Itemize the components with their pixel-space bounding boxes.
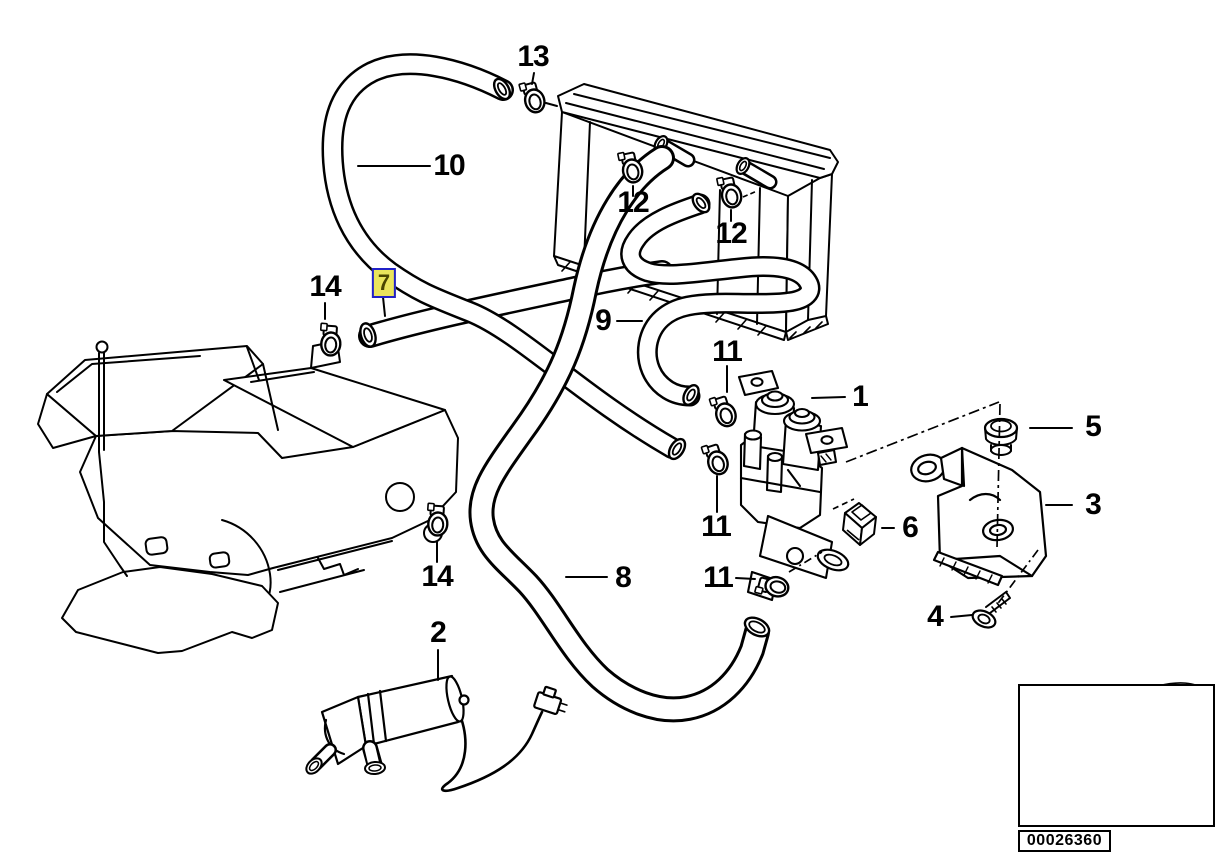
callout-11-middle: 11 bbox=[701, 510, 732, 543]
callout-13: 13 bbox=[517, 40, 549, 73]
image-number: 00026360 bbox=[1026, 832, 1103, 849]
hose-9-illustration bbox=[620, 192, 821, 407]
callout-12-lower: 12 bbox=[715, 217, 747, 250]
callout-11-upper: 11 bbox=[712, 335, 743, 368]
clamp-14-lower-icon bbox=[424, 502, 450, 538]
hose-8-illustration bbox=[468, 145, 771, 723]
image-number-box: 00026360 bbox=[1018, 830, 1111, 852]
callout-3: 3 bbox=[1085, 488, 1102, 521]
clamp-14-upper-icon bbox=[317, 322, 343, 358]
aux-pump-illustration bbox=[305, 674, 568, 793]
car-view-box bbox=[1018, 684, 1215, 827]
bracket-illustration bbox=[910, 446, 1048, 587]
callout-9: 9 bbox=[595, 304, 612, 337]
engine-illustration bbox=[37, 340, 459, 654]
clamp-13-icon bbox=[517, 77, 549, 117]
connector-plug-illustration bbox=[842, 502, 877, 546]
callout-2: 2 bbox=[430, 616, 447, 649]
callout-14-upper: 14 bbox=[309, 270, 341, 303]
callout-10: 10 bbox=[433, 149, 465, 182]
callout-5: 5 bbox=[1085, 410, 1102, 443]
callout-11-lower: 11 bbox=[703, 561, 734, 594]
callout-8: 8 bbox=[615, 561, 632, 594]
nut-illustration bbox=[983, 417, 1019, 456]
leader-lines bbox=[324, 72, 1073, 681]
clamp-11-upper-icon bbox=[708, 391, 740, 431]
alignment-lines bbox=[742, 190, 1039, 607]
screw-illustration bbox=[971, 591, 1011, 629]
water-valve-illustration bbox=[737, 369, 850, 602]
clamp-11-middle-icon bbox=[700, 439, 732, 479]
callout-1: 1 bbox=[852, 380, 869, 413]
hose-10-illustration bbox=[321, 53, 687, 461]
callout-12-upper: 12 bbox=[617, 186, 649, 219]
pump-cable-illustration bbox=[440, 708, 544, 793]
callout-7-highlighted[interactable]: 7 bbox=[371, 268, 397, 298]
callout-4: 4 bbox=[927, 600, 944, 633]
callout-14-lower: 14 bbox=[421, 560, 453, 593]
callout-6: 6 bbox=[902, 511, 919, 544]
